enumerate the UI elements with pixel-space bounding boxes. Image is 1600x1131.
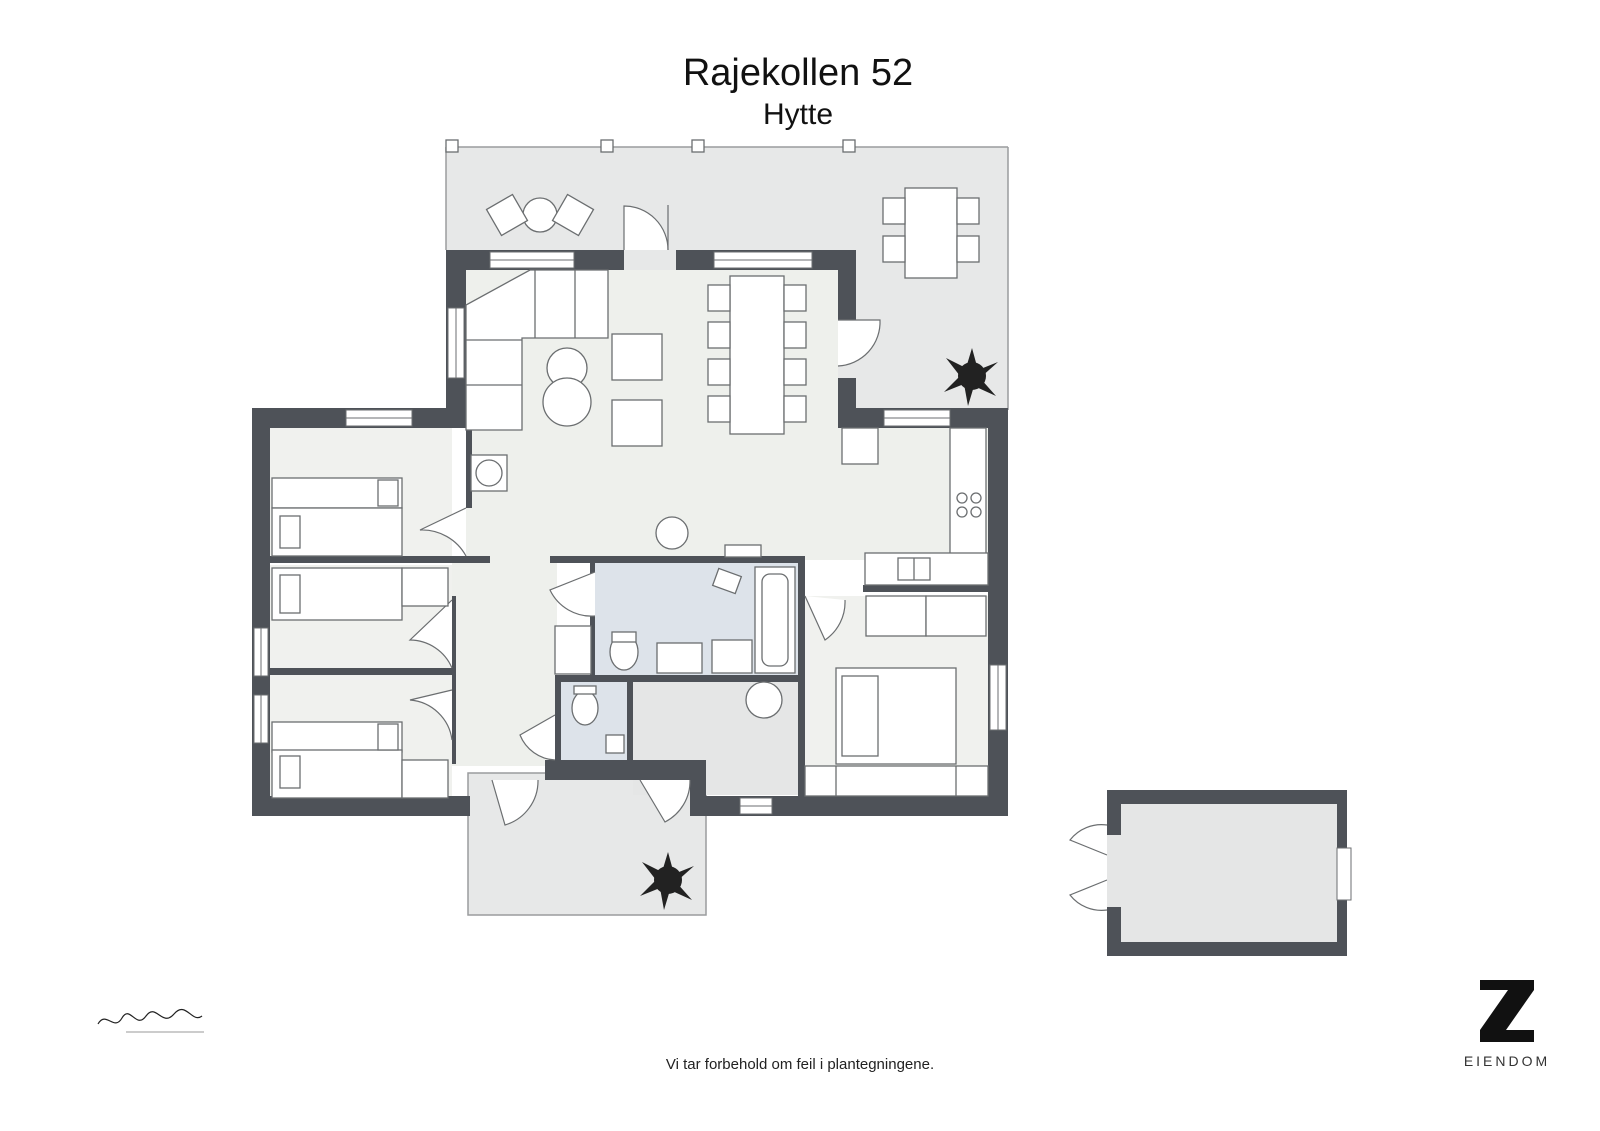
plant-icon <box>640 852 694 910</box>
round-table-small <box>655 516 689 550</box>
plan-title: Rajekollen 52 <box>682 52 914 94</box>
bathroom-sink <box>656 642 703 674</box>
annex-building <box>1107 790 1352 956</box>
bistro-table <box>522 197 558 233</box>
corner-sofa <box>465 269 609 431</box>
furniture <box>271 187 989 799</box>
wc-toilet <box>571 690 599 726</box>
plant-icon <box>944 348 998 406</box>
terrace-posts <box>445 139 856 153</box>
terrace-table <box>904 187 958 279</box>
doors <box>408 205 1108 911</box>
photographer-signature-icon <box>97 1008 204 1033</box>
water-heater <box>745 681 783 719</box>
plan-subtitle: Hytte <box>762 98 834 131</box>
kitchen-counter <box>949 427 987 561</box>
dining-table <box>729 275 785 435</box>
disclaimer-text: Vi tar forbehold om feil i plantegningen… <box>665 1056 935 1073</box>
armchair <box>611 333 663 381</box>
z-logo-icon <box>1480 980 1534 1042</box>
logo-wordmark: EIENDOM <box>1463 1053 1551 1069</box>
eiendom-logo: EIENDOM <box>1462 972 1552 1082</box>
